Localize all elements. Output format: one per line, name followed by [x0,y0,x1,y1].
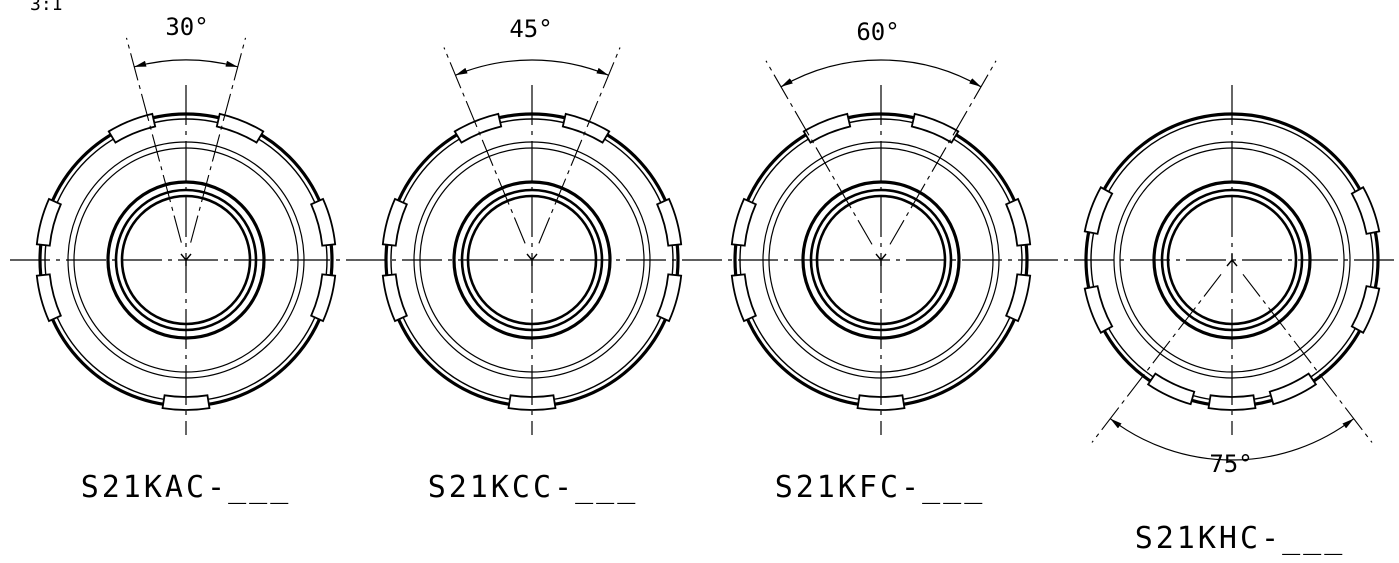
rim-slot [561,112,611,144]
angle-label: 60° [856,18,899,46]
part-number-label: S21KAC-___ [81,470,292,505]
angle-ray [765,60,873,245]
angle-dimension-arc [134,59,238,68]
rim-slot [35,197,63,247]
collet-geometry [730,59,1032,435]
collet-geometry [381,47,683,435]
collet-figure-s21kac: 30° S21KAC-___ [35,13,337,505]
rim-slot [381,273,409,323]
part-number-label: S21KHC-___ [1135,521,1346,556]
rim-slot [107,112,157,144]
collet-figure-s21kfc: 60° S21KFC-___ [730,18,1032,505]
rim-slot [1350,186,1381,235]
angle-label: 45° [509,15,552,43]
angle-ray [889,60,997,245]
rim-slot [1146,372,1196,406]
rim-slot [35,273,63,323]
collet-figure-s21khc: 75° S21KHC-___ [1083,85,1381,556]
rim-slot [1083,186,1114,235]
angle-ray [443,47,526,244]
rim-slot [1004,273,1032,323]
angle-ray [190,37,247,243]
center-mark [526,253,538,266]
rim-slot [655,197,683,247]
angle-ray [1091,273,1222,443]
rim-slot [1083,285,1114,334]
collet-figure-s21kcc: 45° S21KCC-___ [381,15,683,505]
rim-slot [309,197,337,247]
rim-slot [1004,197,1032,247]
angle-dimension-arc [1109,418,1355,461]
collet-geometry [1083,85,1381,461]
angle-ray [538,47,621,244]
angle-dimension-arc [455,59,609,76]
part-number-label: S21KFC-___ [775,470,986,505]
angle-label: 75° [1209,450,1252,478]
part-number-label: S21KCC-___ [428,470,639,505]
rim-slot [453,112,503,144]
rim-slot [1268,372,1318,406]
rim-slot [309,273,337,323]
rim-slot [215,112,265,144]
rim-slot [910,112,960,144]
scale-label: 3:1 [30,0,63,15]
angle-ray [1242,273,1373,443]
rim-slot [381,197,409,247]
angle-label: 30° [165,13,208,41]
center-mark [875,253,887,266]
rim-slot [802,112,852,144]
center-mark [180,253,192,266]
rim-slot [1350,285,1381,334]
angle-dimension-arc [780,59,982,88]
rim-slot [655,273,683,323]
rim-slot [730,197,758,247]
center-mark [1226,254,1238,267]
rim-slot [730,273,758,323]
angle-ray [125,37,182,243]
collet-geometry [35,37,337,435]
